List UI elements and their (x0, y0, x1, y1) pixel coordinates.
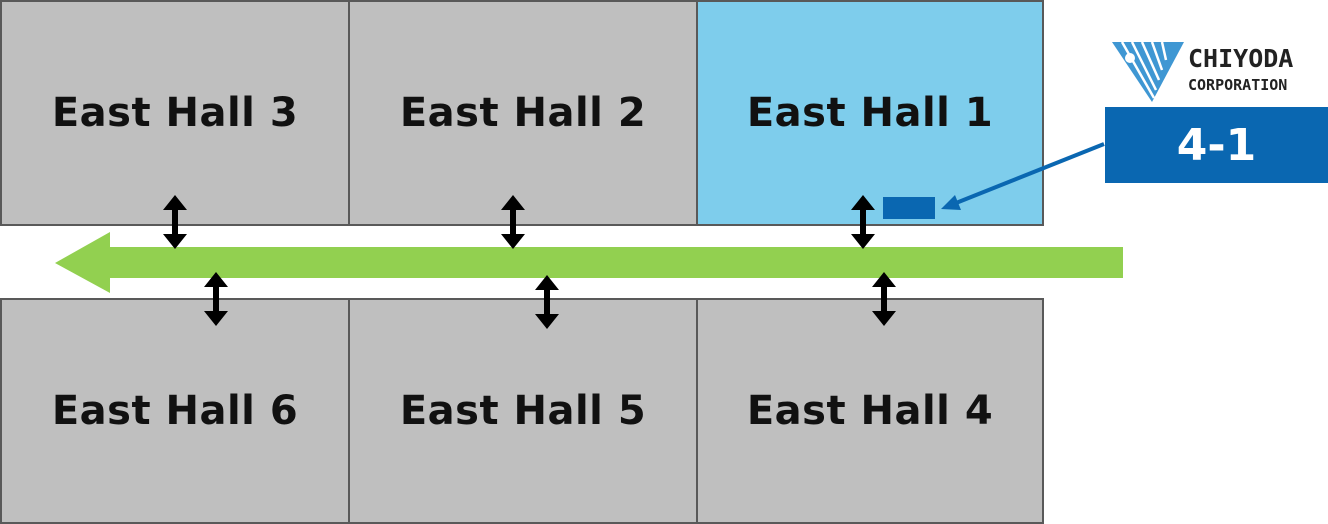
east-hall-3-label: East Hall 3 (51, 90, 299, 136)
east-hall-4: East Hall 4 (696, 298, 1044, 524)
east-hall-4-label: East Hall 4 (746, 388, 994, 434)
booth-number-label: 4-1 (1176, 119, 1257, 171)
entrance-arrow-hall-2 (501, 195, 525, 249)
logo-subtitle: CORPORATION (1188, 76, 1288, 94)
booth-pointer-line (955, 142, 1105, 205)
east-hall-5: East Hall 5 (348, 298, 698, 524)
east-hall-5-label: East Hall 5 (399, 388, 647, 434)
east-hall-3: East Hall 3 (0, 0, 350, 226)
east-hall-6: East Hall 6 (0, 298, 350, 524)
booth-number-box: 4-1 (1105, 107, 1328, 183)
east-hall-2-label: East Hall 2 (399, 90, 647, 136)
entrance-arrow-hall-6 (204, 272, 228, 326)
entrance-arrow-hall-1 (851, 195, 875, 249)
chiyoda-logo: CHIYODA CORPORATION (1112, 42, 1312, 102)
entrance-arrow-hall-3 (163, 195, 187, 249)
walkway-arrow (55, 232, 1123, 293)
east-hall-2: East Hall 2 (348, 0, 698, 226)
entrance-arrow-hall-4 (872, 272, 896, 326)
chiyoda-logo-mark (1112, 42, 1184, 102)
east-hall-1: East Hall 1 (696, 0, 1044, 226)
east-hall-1-label: East Hall 1 (746, 90, 994, 136)
logo-name: CHIYODA (1188, 44, 1294, 73)
booth-pointer-arrowhead (941, 195, 961, 210)
east-hall-6-label: East Hall 6 (51, 388, 299, 434)
booth-marker (883, 197, 935, 219)
entrance-arrow-hall-5 (535, 275, 559, 329)
